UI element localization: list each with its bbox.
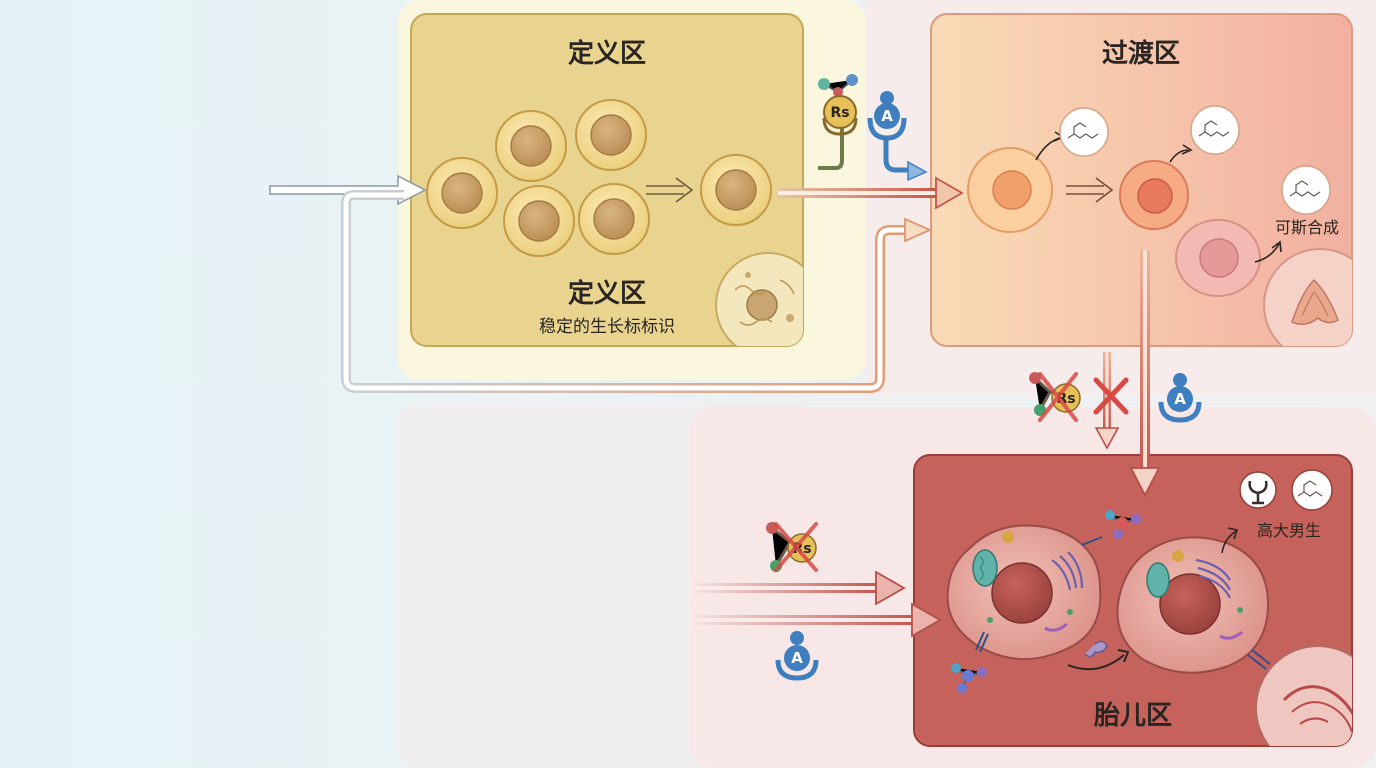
fetal-zone-title: 胎儿区 (1093, 700, 1172, 731)
transition-cell (1175, 219, 1261, 297)
molecule-icon (1281, 165, 1331, 215)
transition-cell (967, 147, 1053, 233)
ligand-molecule-icon (1105, 510, 1141, 539)
definition-inner-arrow (646, 177, 694, 203)
transition-zone-title: 过渡区 (1102, 38, 1180, 69)
rs-receptor-icon: Rs (818, 74, 858, 170)
molecule-icon (1035, 107, 1109, 161)
fetal-note: 高大男生 (1257, 521, 1321, 540)
definition-cell (578, 183, 650, 255)
dimer-icon (1084, 640, 1108, 658)
definition-cell (495, 110, 567, 182)
definition-cell (426, 157, 498, 229)
fetal-zone: 胎儿区 (913, 454, 1353, 747)
definition-cell (503, 185, 575, 257)
transition-inner-arrow (1066, 177, 1114, 203)
androgen-receptor-icon: A (1158, 373, 1202, 423)
definition-zone-subtitle: 定义区 (568, 278, 646, 309)
androgen-receptor-icon: A (867, 91, 928, 182)
a-label: A (791, 649, 803, 667)
transition-to-fetal-arrow (1129, 250, 1161, 497)
synthesis-arrow (1254, 240, 1282, 263)
transition-note: 可斯合成 (1275, 218, 1339, 237)
molecule-icon (1291, 469, 1333, 511)
ligand-molecule-icon (951, 663, 987, 693)
feedback-loop-arrow (341, 190, 933, 393)
fetal-input-arrow-lower (695, 602, 942, 638)
fetal-input-arrow-upper (695, 570, 906, 606)
transition-cell (1119, 160, 1189, 230)
blocked-signal-icon (1093, 377, 1129, 415)
hormone-receptor-icon (1239, 471, 1277, 509)
molecule-icon (1169, 105, 1240, 163)
gland-inset-icon (1263, 248, 1352, 346)
output-arrow (1221, 527, 1239, 554)
definition-zone-box (410, 13, 804, 347)
blocked-rs-icon: Rs (1029, 372, 1081, 422)
definition-to-transition-arrow (778, 176, 964, 210)
receptor-icon (975, 536, 1271, 670)
rs-label: Rs (830, 105, 849, 121)
definition-zone-caption: 稳定的生长标标识 (539, 317, 675, 337)
transition-zone: 过渡区 (930, 13, 1353, 347)
mitochondria-inset-icon (1255, 645, 1352, 746)
cell-transition-arrow (1067, 649, 1130, 671)
input-arrow (269, 174, 427, 206)
androgen-receptor-icon: A (775, 631, 819, 681)
fetal-cell (1116, 536, 1270, 674)
definition-zone-title: 定义区 (568, 38, 646, 69)
definition-cell (575, 99, 647, 171)
definition-cell (700, 154, 772, 226)
organelle-inset-icon (715, 252, 803, 346)
a-label: A (881, 107, 893, 125)
fetal-cell (946, 524, 1102, 660)
definition-zone: 定义区 定义区 稳定的生长标标识 (410, 13, 804, 347)
a-label: A (1174, 390, 1186, 408)
blocked-rs-icon: Rs (766, 522, 818, 572)
